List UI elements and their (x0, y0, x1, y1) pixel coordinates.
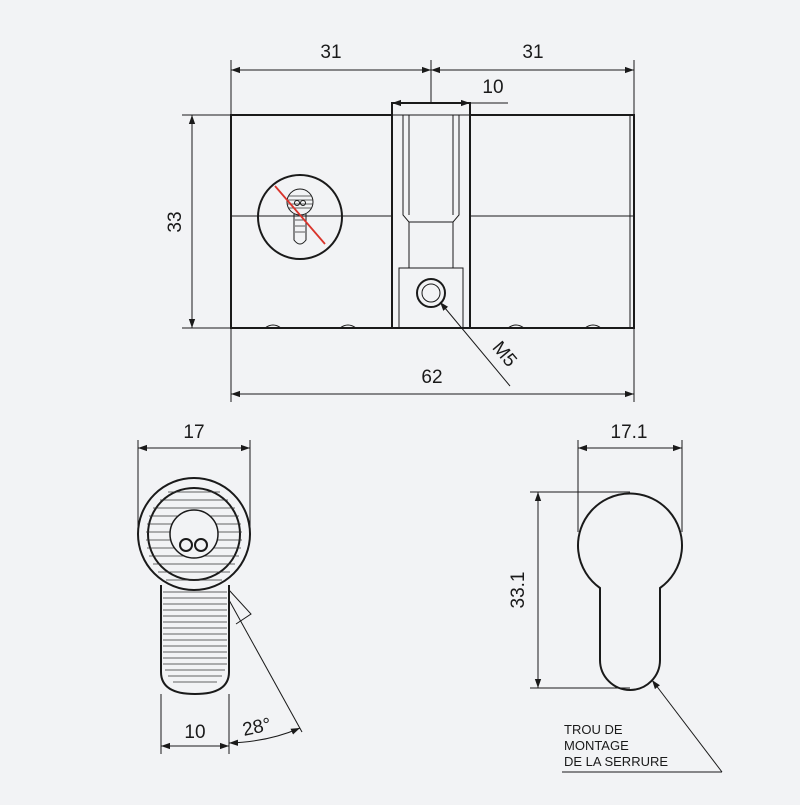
dim-height: 33 (165, 114, 231, 329)
dim-cam-width-10: 10 (160, 694, 230, 754)
dim-left-half-label: 31 (320, 42, 341, 63)
dim-height-label: 33 (165, 211, 186, 232)
dim-total-length-label: 62 (421, 367, 442, 388)
cylinder-body (230, 102, 635, 329)
screw-leader: M5 (439, 301, 521, 387)
dim-cam-width-17: 17 (137, 422, 251, 534)
prohibited-key-icon (257, 174, 343, 260)
cam-body (137, 477, 252, 696)
screw-hole (416, 278, 446, 308)
dim-profile-height: 33.1 (508, 491, 630, 689)
dim-cam-slot-label: 10 (482, 77, 503, 98)
screw-label: M5 (488, 338, 521, 372)
mounting-hole-note: TROU DE MONTAGE DE LA SERRURE (562, 679, 723, 773)
dim-angle-label: 28° (241, 714, 273, 741)
dim-profile-height-label: 33.1 (508, 572, 529, 609)
dim-cam-blade-label: 10 (184, 722, 205, 743)
dim-total-length: 62 (230, 328, 635, 402)
dim-top-halves: 31 31 (230, 42, 635, 115)
dim-profile-width: 17.1 (577, 422, 683, 532)
dim-cam-slot: 10 (392, 77, 508, 107)
note-line-2: MONTAGE (564, 738, 629, 753)
cam-view: 17 10 28° (137, 422, 303, 754)
note-line-3: DE LA SERRURE (564, 754, 668, 769)
note-line-1: TROU DE (564, 722, 623, 737)
keyhole-profile (577, 492, 683, 691)
dim-profile-width-label: 17.1 (611, 422, 648, 443)
dim-cam-body-label: 17 (183, 422, 204, 443)
top-view: 31 31 10 33 62 M5 (165, 42, 635, 402)
dim-right-half-label: 31 (522, 42, 543, 63)
profile-view: 17.1 33.1 TROU DE MONTAGE DE LA SERRURE (508, 422, 723, 773)
